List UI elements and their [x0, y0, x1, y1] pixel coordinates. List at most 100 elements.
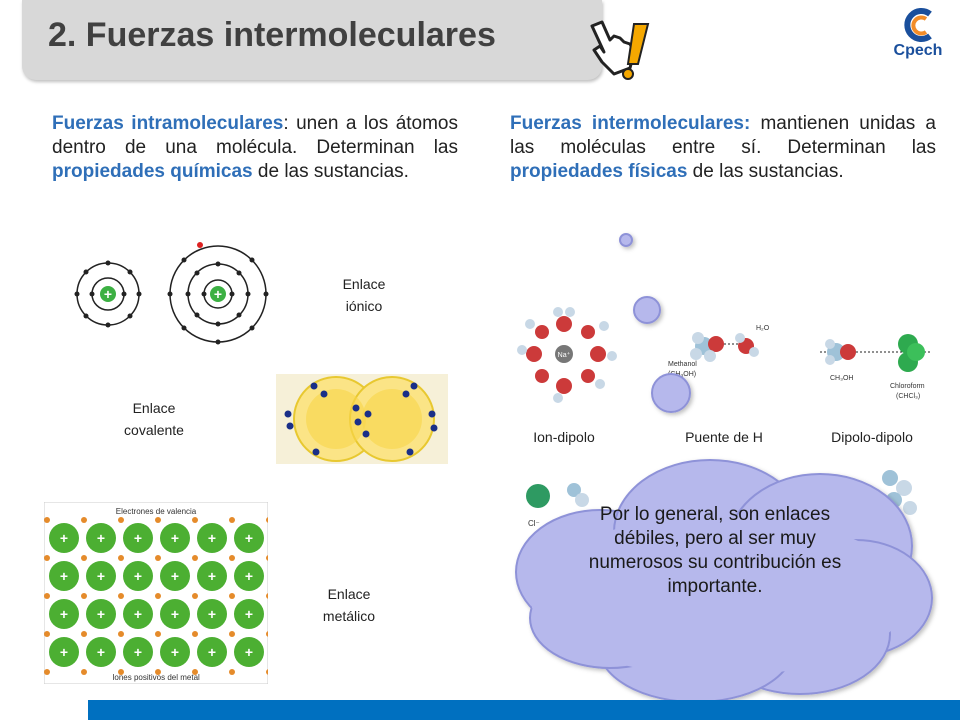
- intra-term: Fuerzas intramoleculares: [52, 113, 284, 134]
- metal-ion: [234, 523, 264, 553]
- metal-ion: [49, 523, 79, 553]
- pointer-warning-icon: [590, 20, 650, 80]
- footer-bar: [88, 700, 960, 720]
- chloroform-label: Chloroform: [890, 383, 925, 390]
- valence-electron: [118, 669, 124, 675]
- h-bond-label: Puente de H: [685, 429, 763, 445]
- valence-electron: [118, 593, 124, 599]
- metal-ion-sign: +: [97, 530, 105, 546]
- metal-ion: [86, 599, 116, 629]
- valence-electron: [266, 593, 268, 599]
- metal-ion-sign: +: [171, 644, 179, 660]
- metal-ion: [160, 561, 190, 591]
- metallic-bond-image: ++++++++++++++++++++++++ Electrones de v…: [44, 502, 268, 684]
- metal-ion: [49, 561, 79, 591]
- metal-ion: [160, 523, 190, 553]
- metal-ion-sign: +: [97, 644, 105, 660]
- metal-ion-sign: +: [171, 606, 179, 622]
- metal-ion: [49, 637, 79, 667]
- dipole-dipole-image: CH₃OH Chloroform (CHCl₃): [820, 334, 932, 400]
- title-bar: [22, 0, 602, 80]
- metal-ion: [197, 637, 227, 667]
- valence-electron: [266, 555, 268, 561]
- methanol-formula-label: (CH₃OH): [668, 371, 696, 378]
- valence-electron: [81, 631, 87, 637]
- valence-electron: [81, 555, 87, 561]
- cpech-logo: Cpech: [886, 6, 950, 64]
- svg-text:+: +: [214, 286, 222, 302]
- logo-text: Cpech: [893, 42, 943, 59]
- valence-electron: [192, 517, 198, 523]
- metal-ion: [197, 523, 227, 553]
- valence-electron: [44, 669, 50, 675]
- metal-ion-sign: +: [134, 568, 142, 584]
- dispersion-image: [882, 470, 917, 515]
- covalent-bond-label: Enlace covalente: [124, 400, 184, 438]
- ionic-bond-label: Enlace iónico: [342, 276, 386, 314]
- metal-ion-sign: +: [171, 530, 179, 546]
- valence-electron: [229, 555, 235, 561]
- metal-ion: [234, 599, 264, 629]
- intra-text2: de las sustancias.: [252, 161, 409, 182]
- na-label: Na⁺: [558, 351, 571, 359]
- metal-ion: [123, 599, 153, 629]
- intramolecular-paragraph: Fuerzas intramoleculares: unen a los áto…: [52, 112, 458, 184]
- ch3oh-label: CH₃OH: [830, 375, 853, 382]
- valence-electron: [118, 555, 124, 561]
- valence-electron: [44, 593, 50, 599]
- metal-ion-sign: +: [245, 568, 253, 584]
- metal-ion-sign: +: [134, 530, 142, 546]
- valence-electron: [44, 631, 50, 637]
- valence-electron: [81, 517, 87, 523]
- page-title: 2. Fuerzas intermoleculares: [48, 16, 496, 54]
- metal-ion: [160, 637, 190, 667]
- valence-electron: [118, 517, 124, 523]
- metal-ion: [197, 561, 227, 591]
- valence-electron: [192, 669, 198, 675]
- ion-dipole-image: Na⁺: [517, 307, 617, 403]
- metal-ion: [123, 637, 153, 667]
- methanol-label: Methanol: [668, 361, 697, 368]
- metal-ion: [123, 561, 153, 591]
- cloud-text: Por lo general, son enlaces débiles, per…: [588, 504, 842, 597]
- valence-electron: [44, 555, 50, 561]
- dipole-dipole-label: Dipolo-dipolo: [831, 429, 913, 445]
- h2o-label: H₂O: [756, 325, 770, 332]
- valence-electron: [229, 517, 235, 523]
- covalent-bond-image: [276, 374, 448, 464]
- metal-ion: [160, 599, 190, 629]
- inter-text1: mantienen unidas a las moléculas entre s…: [510, 113, 936, 158]
- metal-ion-sign: +: [134, 606, 142, 622]
- metal-ion: [86, 561, 116, 591]
- valence-electron: [266, 631, 268, 637]
- metal-ion-sign: +: [60, 644, 68, 660]
- metal-ion: [197, 599, 227, 629]
- valence-electron: [155, 593, 161, 599]
- valence-electron: [155, 669, 161, 675]
- metal-ion-sign: +: [97, 568, 105, 584]
- intra-highlight: propiedades químicas: [52, 161, 253, 182]
- metal-ion: [123, 523, 153, 553]
- svg-text:+: +: [104, 286, 112, 302]
- valence-electron: [44, 517, 50, 523]
- metal-ion: [234, 637, 264, 667]
- valence-electron: [229, 631, 235, 637]
- valence-electron: [266, 669, 268, 675]
- valence-electron: [155, 555, 161, 561]
- metallic-bond-label: Enlace metálico: [322, 586, 376, 624]
- intra-text1: : unen a los átomos dentro de una molécu…: [52, 113, 458, 158]
- valence-electron: [192, 631, 198, 637]
- inter-highlight: propiedades físicas: [510, 161, 688, 182]
- valence-electron: [229, 593, 235, 599]
- valence-electron: [192, 555, 198, 561]
- metal-ion-sign: +: [245, 644, 253, 660]
- cl-label: Cl⁻: [528, 519, 540, 528]
- metal-ion-sign: +: [245, 530, 253, 546]
- metal-ion: [86, 637, 116, 667]
- metal-ion-sign: +: [60, 568, 68, 584]
- inter-term: Fuerzas intermoleculares:: [510, 113, 751, 134]
- h-bond-image: Methanol (CH₃OH) H₂O: [668, 325, 770, 378]
- metal-ion: [49, 599, 79, 629]
- metal-ion-sign: +: [60, 530, 68, 546]
- valence-electron: [192, 593, 198, 599]
